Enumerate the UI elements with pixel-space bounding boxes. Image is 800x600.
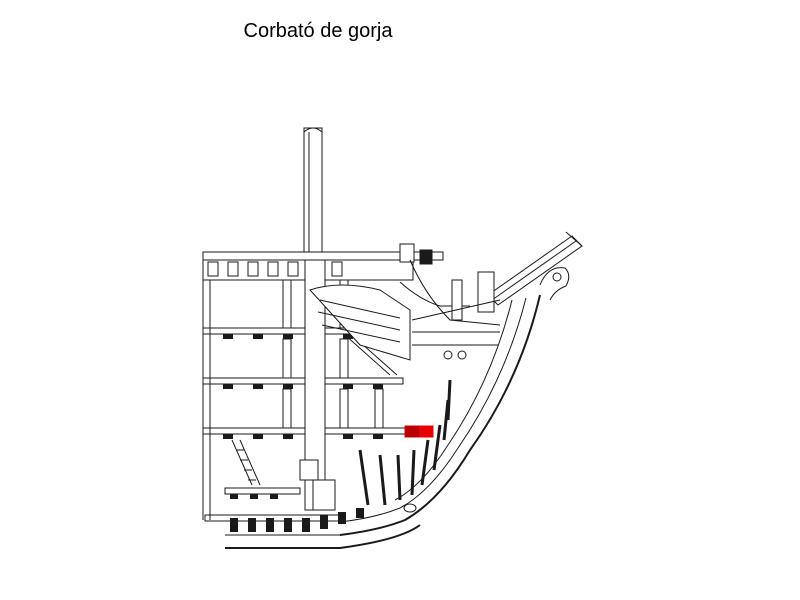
mast: [303, 127, 323, 259]
beakhead-structure: [399, 259, 501, 360]
upper-bulkhead: [309, 284, 411, 361]
ladders: [231, 334, 398, 486]
bowsprit: [487, 231, 583, 306]
hull-frame-left: [202, 252, 211, 520]
stem: [339, 294, 541, 536]
keel: [225, 524, 421, 549]
bow-frames: [358, 379, 452, 506]
red-marked-piece: [404, 425, 434, 438]
diagram-title: Corbató de gorja: [243, 20, 393, 42]
figurehead: [539, 267, 570, 301]
hawse-hole: [403, 503, 417, 513]
floor-timbers: [230, 508, 364, 532]
pillars: [282, 259, 384, 511]
